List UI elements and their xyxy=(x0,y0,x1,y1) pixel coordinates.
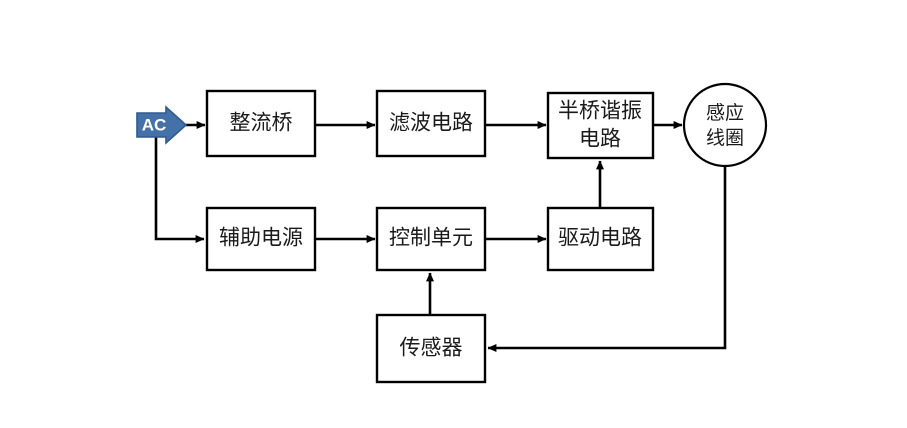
sensor-label: 传感器 xyxy=(400,337,463,360)
auxiliary-power-supply-box xyxy=(205,206,317,272)
node-control-unit[interactable]: 控制单元 xyxy=(375,206,487,272)
drive-circuit-box xyxy=(546,206,655,272)
rectifier-bridge-box xyxy=(205,89,317,158)
node-rectifier-bridge[interactable]: 整流桥 xyxy=(205,89,317,158)
half-bridge-resonant-circuit-label-line1: 半桥谐振 xyxy=(558,100,642,123)
filter-circuit-label: 滤波电路 xyxy=(389,112,473,135)
nodes-layer: AC 整流桥 滤波电路 半桥谐振 电路 感应 线圈 xyxy=(136,82,768,384)
node-drive-circuit[interactable]: 驱动电路 xyxy=(546,206,655,272)
induction-coil-circle xyxy=(682,82,768,168)
filter-circuit-box xyxy=(375,89,487,158)
connector-ac-to-auxiliary xyxy=(154,127,205,243)
node-ac-source[interactable]: AC xyxy=(136,105,188,145)
control-unit-label: 控制单元 xyxy=(389,227,473,250)
node-sensor[interactable]: 传感器 xyxy=(375,313,487,384)
induction-coil-label-line1: 感应 xyxy=(706,102,744,124)
node-half-bridge-resonant-circuit[interactable]: 半桥谐振 电路 xyxy=(546,91,655,160)
sensor-box xyxy=(375,313,487,384)
induction-coil-label-line2: 线圈 xyxy=(706,127,744,149)
half-bridge-resonant-circuit-box xyxy=(546,91,655,160)
auxiliary-power-supply-label: 辅助电源 xyxy=(219,227,303,250)
node-auxiliary-power-supply[interactable]: 辅助电源 xyxy=(205,206,317,272)
drive-circuit-label: 驱动电路 xyxy=(558,227,642,250)
node-filter-circuit[interactable]: 滤波电路 xyxy=(375,89,487,158)
ac-source-label: AC xyxy=(142,115,167,134)
ac-block-arrow-shape xyxy=(136,105,188,145)
rectifier-bridge-label: 整流桥 xyxy=(230,112,293,135)
half-bridge-resonant-circuit-label-line2: 电路 xyxy=(579,128,621,151)
connector-coil-to-sensor xyxy=(487,166,727,352)
control-unit-box xyxy=(375,206,487,272)
node-induction-coil[interactable]: 感应 线圈 xyxy=(682,82,768,168)
connections-layer xyxy=(154,121,727,352)
